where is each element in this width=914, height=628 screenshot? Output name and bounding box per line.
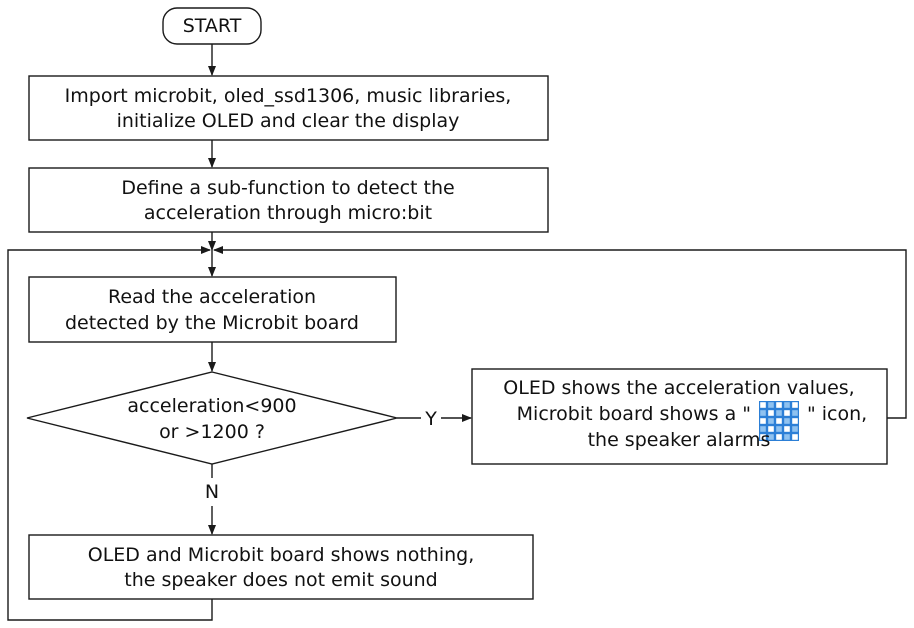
icon-cell bbox=[776, 434, 782, 440]
alarm-line2-after-icon: " icon, bbox=[807, 403, 867, 425]
icon-cell bbox=[776, 426, 782, 432]
import-libraries-line1: Import microbit, oled_ssd1306, music lib… bbox=[65, 85, 512, 107]
define-subfunction-line2: acceleration through micro:bit bbox=[144, 202, 432, 224]
icon-cell bbox=[792, 402, 798, 408]
read-acceleration-line2: detected by the Microbit board bbox=[65, 312, 359, 334]
icon-cell bbox=[776, 418, 782, 424]
icon-cell bbox=[792, 426, 798, 432]
icon-cell bbox=[760, 434, 766, 440]
no-output-box bbox=[28, 534, 534, 600]
loop-back-from-no-output bbox=[7, 246, 213, 621]
start-label: START bbox=[183, 15, 242, 37]
icon-cell bbox=[792, 410, 798, 416]
read-acceleration-box bbox=[28, 276, 397, 343]
no-output-line1: OLED and Microbit board shows nothing, bbox=[88, 544, 475, 566]
icon-cell bbox=[784, 418, 790, 424]
microbit-pattern-icon bbox=[759, 401, 799, 441]
no-label: N bbox=[205, 481, 219, 503]
icon-cell bbox=[760, 402, 766, 408]
icon-cell bbox=[760, 410, 766, 416]
read-acceleration-line1: Read the acceleration bbox=[108, 286, 316, 308]
icon-cell bbox=[792, 434, 798, 440]
icon-cell bbox=[760, 418, 766, 424]
icon-cell bbox=[768, 402, 774, 408]
icon-cell bbox=[776, 402, 782, 408]
icon-cell bbox=[792, 418, 798, 424]
import-libraries-line2: initialize OLED and clear the display bbox=[117, 110, 460, 132]
yes-label: Y bbox=[424, 408, 437, 430]
acceleration-decision-diamond bbox=[26, 371, 398, 465]
icon-cell bbox=[760, 426, 766, 432]
alarm-line1: OLED shows the acceleration values, bbox=[503, 377, 854, 399]
icon-cell bbox=[768, 426, 774, 432]
decision-line2: or >1200 ? bbox=[159, 421, 265, 443]
icon-cell bbox=[768, 418, 774, 424]
define-subfunction-box bbox=[28, 167, 549, 233]
import-libraries-box bbox=[28, 75, 549, 141]
icon-cell bbox=[768, 434, 774, 440]
icon-cell bbox=[784, 434, 790, 440]
no-output-line2: the speaker does not emit sound bbox=[124, 569, 437, 591]
alarm-box bbox=[471, 368, 888, 465]
define-subfunction-line1: Define a sub-function to detect the bbox=[121, 177, 454, 199]
decision-line1: acceleration<900 bbox=[127, 395, 296, 417]
icon-cell bbox=[784, 410, 790, 416]
icon-cell bbox=[776, 410, 782, 416]
alarm-line3: the speaker alarms bbox=[588, 429, 771, 451]
icon-cell bbox=[768, 410, 774, 416]
loop-back-from-alarm bbox=[213, 246, 907, 419]
icon-cell bbox=[784, 402, 790, 408]
icon-cell bbox=[784, 426, 790, 432]
alarm-line2-before-icon: Microbit board shows a " bbox=[517, 403, 751, 425]
